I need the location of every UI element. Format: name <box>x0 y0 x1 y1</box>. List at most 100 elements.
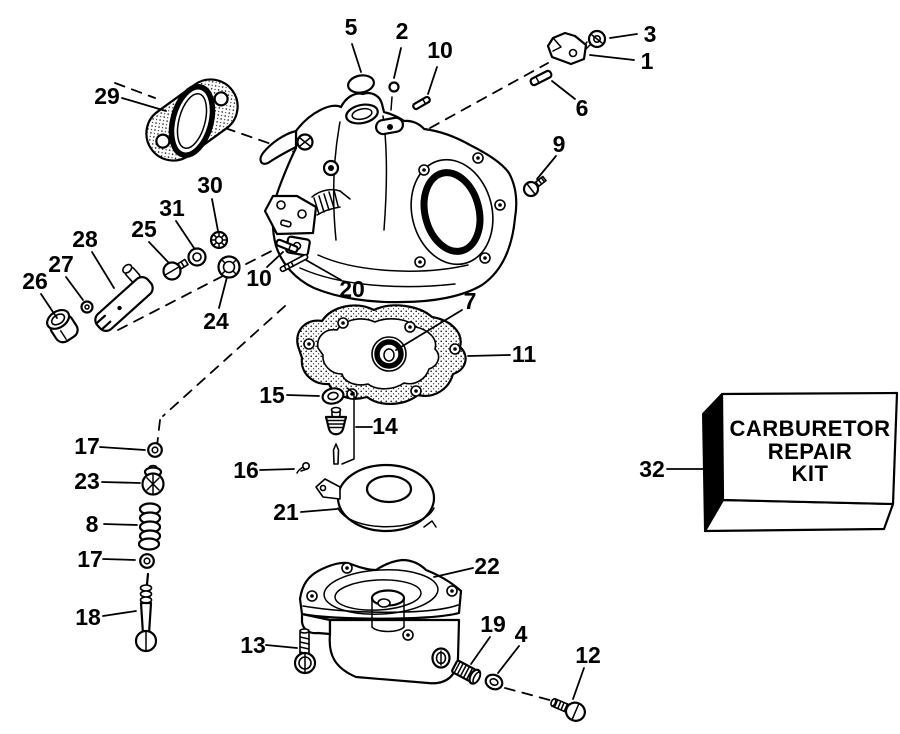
leader-line-part-13 <box>265 644 298 649</box>
part-number-label-18: 18 <box>75 604 101 630</box>
part-number-label-12: 12 <box>575 642 601 668</box>
assembly-axis-dashed-line <box>429 62 549 129</box>
part-2-ball-art <box>388 81 400 93</box>
part-29-mount-gasket-art <box>145 78 239 162</box>
carburetor-body-art <box>259 92 518 304</box>
part-8-spring-art <box>137 502 162 551</box>
part-number-label-23: 23 <box>74 468 100 494</box>
leader-line-part-15 <box>286 394 320 397</box>
part-number-label-17: 17 <box>77 546 103 572</box>
kit-box-text-line-2: REPAIR <box>768 439 853 464</box>
part-5-welch-plug-art <box>347 74 375 94</box>
part-number-label-9: 9 <box>553 131 566 157</box>
part-number-label-13: 13 <box>240 632 266 658</box>
part-1-bracket-art <box>546 31 588 66</box>
leader-line-part-12 <box>572 667 585 700</box>
pump-cover-art <box>263 188 351 236</box>
part-14-needle-valve-art <box>324 406 348 465</box>
part-number-label-15: 15 <box>259 382 285 408</box>
pump-spring <box>311 188 351 216</box>
part-19-plug-art <box>451 659 482 685</box>
leader-line-part-2 <box>393 47 402 79</box>
leader-line-part-9 <box>536 155 557 180</box>
leader-line-part-25 <box>148 241 169 263</box>
kit-box-text-line-1: CARBURETOR <box>729 416 890 441</box>
part-number-label-29: 29 <box>94 83 120 109</box>
part-number-label-3: 3 <box>644 21 657 47</box>
body-screw <box>296 133 314 151</box>
part-3-screw-art <box>582 29 607 51</box>
part-12-screw-art <box>550 697 586 722</box>
leader-line-part-5 <box>351 43 362 73</box>
part-number-label-25: 25 <box>131 216 157 242</box>
leader-line-part-23 <box>101 481 141 484</box>
part-number-label-2: 2 <box>396 18 409 44</box>
part-17-washer-upper-art <box>147 442 163 458</box>
kit-box-front <box>720 391 899 506</box>
part-number-label-7: 7 <box>464 288 477 314</box>
part-24-nut-art <box>217 255 241 279</box>
part-30-star-washer-art <box>209 230 229 250</box>
part-number-label-6: 6 <box>576 95 589 121</box>
flange-bolt-holes <box>414 152 506 268</box>
part-23-valve-seat-art <box>141 464 165 496</box>
part-15-washer-art <box>321 387 345 405</box>
repair-kit-box: CARBURETOR REPAIR KIT <box>702 391 899 533</box>
part-number-label-17: 17 <box>74 433 100 459</box>
part-number-label-10: 10 <box>427 37 453 63</box>
leader-line-part-26 <box>40 293 58 319</box>
part-9-screw-art <box>522 175 547 198</box>
part-number-label-32: 32 <box>639 456 665 482</box>
part-21-float-art <box>315 463 437 533</box>
assembly-axis-dashed-line <box>504 687 558 703</box>
part-number-label-27: 27 <box>48 251 74 277</box>
leader-line-part-10 <box>266 251 284 268</box>
part-31-washer-art <box>187 247 207 267</box>
part-number-label-5: 5 <box>345 14 358 40</box>
assembly-axis-dashed-line <box>162 305 286 417</box>
part-10-pin-mid-art <box>275 238 299 254</box>
part-number-label-8: 8 <box>86 511 99 537</box>
leader-line-part-11 <box>467 354 511 357</box>
part-number-label-1: 1 <box>641 48 654 74</box>
part-25-screw-art <box>162 258 189 281</box>
part-number-label-16: 16 <box>233 457 259 483</box>
leader-line-part-3 <box>609 33 638 39</box>
part-13-screw-art <box>293 628 317 675</box>
leader-line-part-6 <box>551 80 576 100</box>
part-4-washer-art <box>484 673 504 691</box>
part-number-label-21: 21 <box>273 499 299 525</box>
part-number-label-31: 31 <box>159 195 185 221</box>
leader-line-part-1 <box>589 54 635 61</box>
bowl-drain-fitting <box>431 647 451 669</box>
leader-line-part-19 <box>470 636 491 665</box>
body-left-horn <box>259 129 298 165</box>
part-number-label-20: 20 <box>339 276 365 302</box>
leader-line-part-20 <box>305 259 342 281</box>
part-number-label-24: 24 <box>203 308 229 334</box>
kit-box-text-line-3: KIT <box>792 461 829 486</box>
leader-line-part-17 <box>99 446 146 451</box>
leader-line-part-31 <box>175 220 195 249</box>
leader-line-part-28 <box>91 251 115 289</box>
leader-line-part-29 <box>121 97 167 112</box>
part-number-label-22: 22 <box>474 553 500 579</box>
leader-line-part-18 <box>102 610 137 617</box>
leader-line-part-7 <box>395 309 463 351</box>
part-20-rod-art <box>279 253 309 273</box>
part-number-label-10: 10 <box>246 265 272 291</box>
throttle-bore-ring <box>420 169 484 255</box>
leader-line-part-17 <box>102 558 136 561</box>
part-number-label-30: 30 <box>197 172 223 198</box>
part-18-needle-art <box>134 572 158 653</box>
part-14-bracket-line <box>341 387 355 465</box>
leader-line-part-8 <box>103 523 138 526</box>
part-number-label-19: 19 <box>480 611 506 637</box>
part-16-clip-art <box>296 461 310 474</box>
leader-line-part-30 <box>211 198 219 232</box>
part-17-washer-lower-art <box>139 553 155 569</box>
part-number-label-14: 14 <box>372 413 398 439</box>
